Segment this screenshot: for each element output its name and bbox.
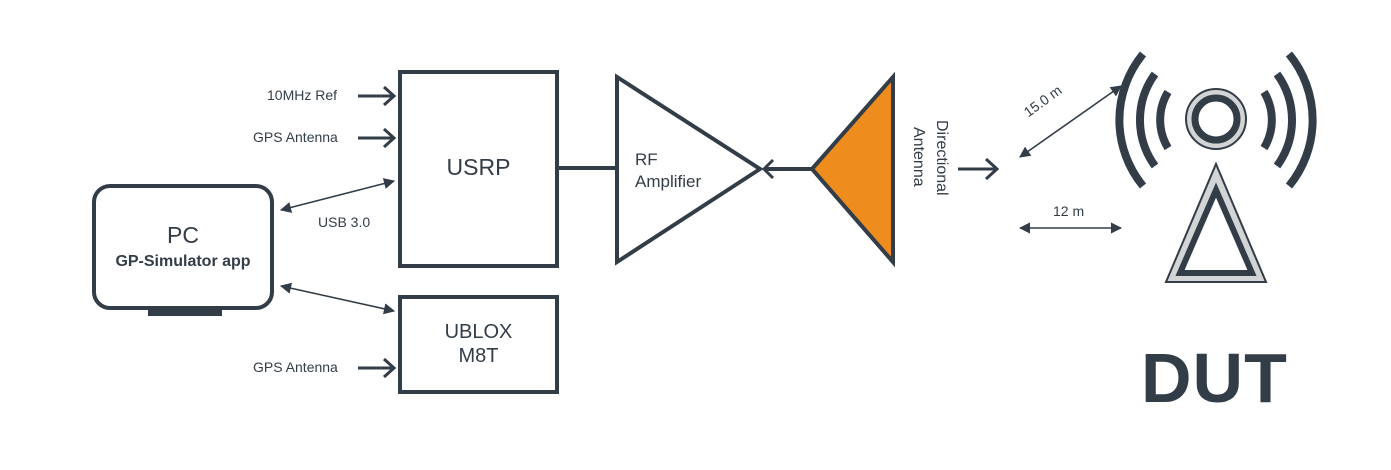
arrow-right-icon	[958, 157, 1000, 181]
amplifier-label-line1: RF	[635, 150, 658, 169]
ublox-box	[398, 295, 559, 394]
double-arrow-icon	[279, 178, 396, 213]
arrow-right-icon	[358, 357, 397, 379]
usb-label: USB 3.0	[318, 214, 371, 230]
radio-tower-icon	[1115, 51, 1317, 283]
pc-title: PC	[167, 222, 199, 248]
double-arrow-icon	[1019, 85, 1122, 158]
usrp-label: USRP	[446, 154, 511, 180]
pc-subtitle: GP-Simulator app	[115, 253, 251, 270]
double-arrow-icon	[279, 282, 396, 315]
gps-antenna-ublox-label: GPS Antenna	[253, 359, 338, 375]
arrow-right-icon	[358, 85, 397, 107]
amplifier-triangle	[615, 73, 764, 266]
arrow-left-icon	[761, 158, 775, 180]
ublox-label-line2: M8T	[458, 345, 499, 367]
dut-label: DUT	[1141, 339, 1288, 417]
directional-antenna-label-line2: Antenna	[910, 127, 927, 187]
amplifier-label-line2: Amplifier	[635, 172, 702, 191]
usrp-box	[398, 70, 559, 268]
gps-antenna-usrp-label: GPS Antenna	[253, 129, 338, 145]
ublox-label-line1: UBLOX	[444, 321, 513, 343]
directional-antenna-triangle	[809, 71, 895, 268]
ref-10mhz-label: 10MHz Ref	[267, 87, 338, 103]
directional-antenna-label-line1: Directional	[933, 120, 950, 196]
horizontal-distance-label: 12 m	[1053, 203, 1085, 219]
arrow-right-icon	[358, 127, 397, 149]
pc-stand	[148, 308, 222, 316]
